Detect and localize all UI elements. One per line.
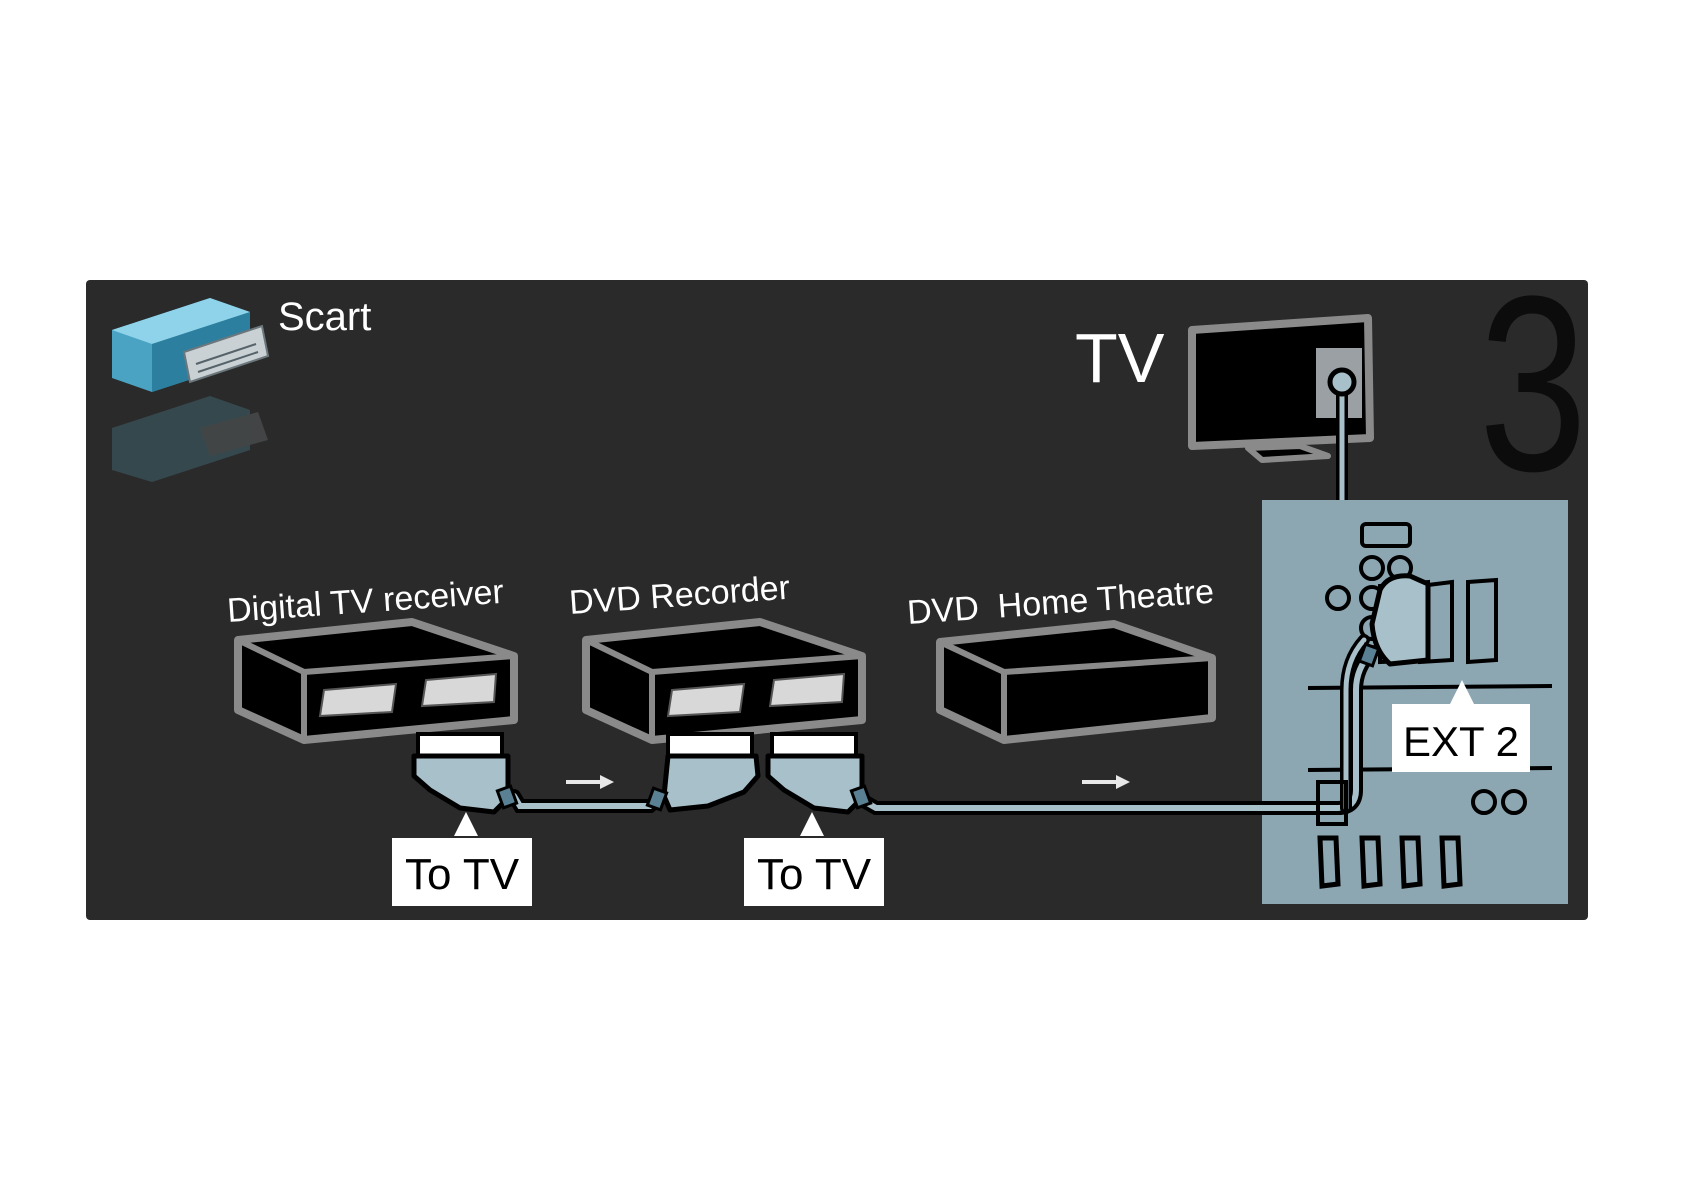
tv-label: TV xyxy=(1075,319,1165,397)
scart-socket-icon xyxy=(666,672,846,718)
callout-ext2: EXT 2 xyxy=(1392,680,1530,772)
dvd-home-theatre xyxy=(936,620,1216,744)
dvd-recorder xyxy=(582,618,866,744)
connector-label: Scart xyxy=(278,295,371,339)
digital-tv-receiver xyxy=(234,618,518,744)
direction-arrow-icon xyxy=(1082,775,1130,789)
scart-plug xyxy=(765,732,873,815)
step-number: 3 xyxy=(1479,244,1587,524)
tv-connection-panel xyxy=(1262,500,1568,904)
scart-plug xyxy=(411,732,519,815)
callout-to-tv-1: To TV xyxy=(392,812,532,906)
scart-plug xyxy=(1357,573,1431,668)
port-label: EXT 2 xyxy=(1403,718,1519,765)
direction-arrow-icon xyxy=(566,775,614,789)
scart-connector-icon xyxy=(112,298,270,482)
scart-cable-2 xyxy=(855,634,1379,815)
callout-label: To TV xyxy=(405,850,520,899)
callout-to-tv-2: To TV xyxy=(744,812,884,906)
scart-plug xyxy=(645,732,761,813)
scart-socket-icon xyxy=(318,672,498,718)
callout-label: To TV xyxy=(757,850,872,899)
